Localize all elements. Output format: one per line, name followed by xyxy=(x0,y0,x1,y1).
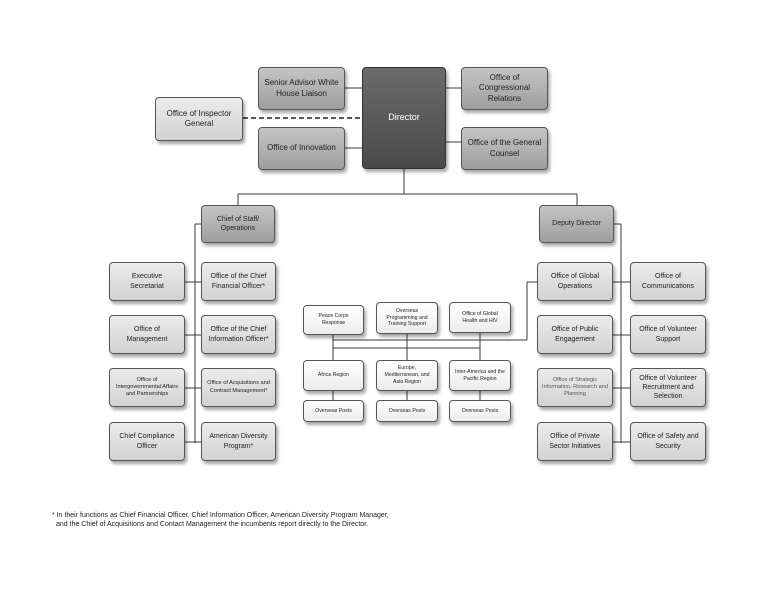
overseas-programming-box: Overseas Programming and Training Suppor… xyxy=(376,302,438,334)
office-of-innovation-box: Office of Innovation xyxy=(258,127,345,170)
american-diversity-program-box: American Diversity Program* xyxy=(201,422,276,461)
chief-compliance-officer-box: Chief Compliance Officer xyxy=(109,422,185,461)
overseas-posts-inter-america-box: Overseas Posts xyxy=(449,400,511,422)
footnote-line-2: and the Chief of Acquisitions and Contac… xyxy=(56,521,369,529)
footnote: * In their functions as Chief Financial … xyxy=(52,511,472,529)
volunteer-support-box: Office of Volunteer Support xyxy=(630,315,706,354)
acquisitions-contract-management-box: Office of Acquisitions and Contract Mana… xyxy=(201,368,276,407)
chief-financial-officer-box: Office of the Chief Financial Officer* xyxy=(201,262,276,301)
europe-asia-region-box: Europe, Mediterranean, and Asia Region xyxy=(376,360,438,391)
congressional-relations-box: Office of Congressional Relations xyxy=(461,67,548,110)
inter-america-pacific-region-box: Inter-America and the Pacific Region xyxy=(449,360,511,391)
intergovernmental-affairs-box: Office of Intergovernmental Affairs and … xyxy=(109,368,185,407)
senior-advisor-box: Senior Advisor White House Liaison xyxy=(258,67,345,110)
overseas-posts-africa-box: Overseas Posts xyxy=(303,400,364,422)
chief-of-staff-box: Chief of Staff/ Operations xyxy=(201,205,275,243)
inspector-general-box: Office of Inspector General xyxy=(155,97,243,141)
footnote-line-1: * In their functions as Chief Financial … xyxy=(52,512,389,519)
overseas-posts-europe-box: Overseas Posts xyxy=(376,400,438,422)
office-of-management-box: Office of Management xyxy=(109,315,185,354)
executive-secretariat-box: Executive Secretariat xyxy=(109,262,185,301)
peace-corps-response-box: Peace Corps Response xyxy=(303,305,364,335)
chief-information-officer-box: Office of the Chief Information Officer* xyxy=(201,315,276,354)
director-box: Director xyxy=(362,67,446,169)
africa-region-box: Africa Region xyxy=(303,360,364,391)
public-engagement-box: Office of Public Engagement xyxy=(537,315,613,354)
private-sector-initiatives-box: Office of Private Sector Initiatives xyxy=(537,422,613,461)
strategic-information-box: Office of Strategic Information, Researc… xyxy=(537,368,613,407)
global-health-hiv-box: Office of Global Health and HIV xyxy=(449,302,511,333)
safety-and-security-box: Office of Safety and Security xyxy=(630,422,706,461)
deputy-director-box: Deputy Director xyxy=(539,205,614,243)
global-operations-box: Office of Global Operations xyxy=(537,262,613,301)
volunteer-recruitment-box: Office of Volunteer Recruitment and Sele… xyxy=(630,368,706,407)
communications-box: Office of Communications xyxy=(630,262,706,301)
general-counsel-box: Office of the General Counsel xyxy=(461,127,548,170)
